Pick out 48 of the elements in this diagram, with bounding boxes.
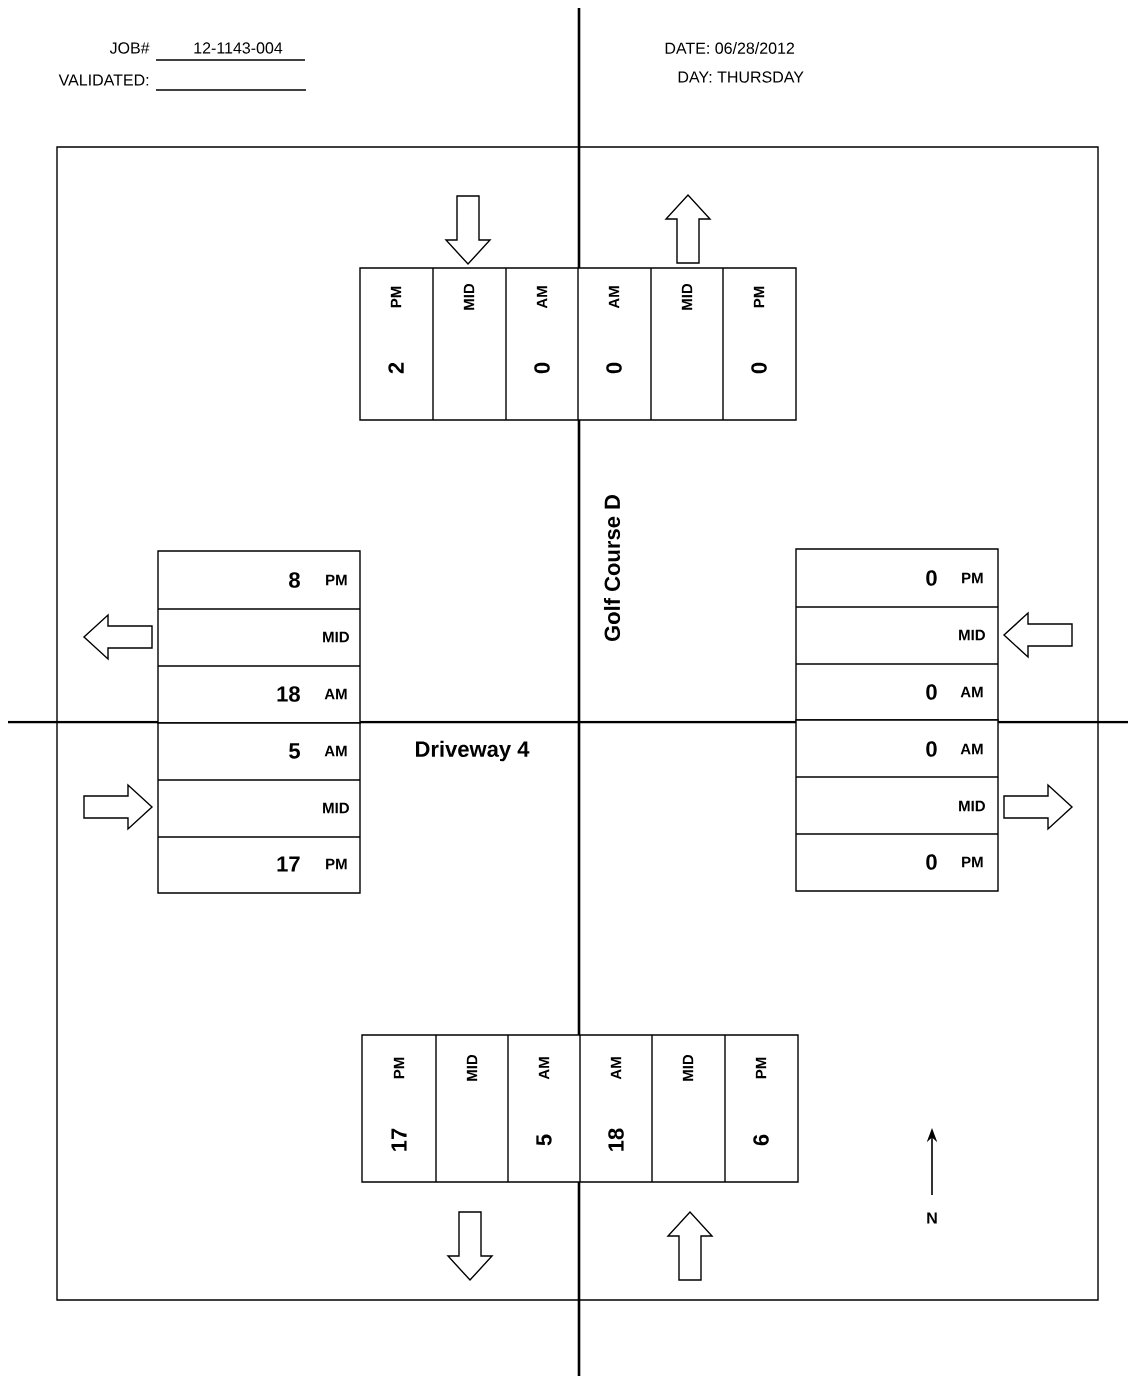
job-number: 12-1143-004	[194, 42, 283, 54]
period-label: MID	[682, 1054, 694, 1081]
count-value: 6	[753, 1134, 769, 1146]
count-value: 0	[926, 741, 937, 757]
period-label: PM	[755, 1057, 767, 1079]
period-label: MID	[959, 629, 985, 641]
count-value: 17	[277, 856, 300, 872]
form-label: JOB#	[109, 42, 150, 54]
period-label: AM	[324, 745, 347, 757]
period-label: AM	[608, 286, 620, 309]
period-label: MID	[323, 631, 349, 643]
count-value: 0	[751, 362, 767, 374]
period-label: AM	[538, 1057, 550, 1080]
period-label: AM	[960, 743, 983, 755]
period-label: AM	[610, 1057, 622, 1080]
count-value: 5	[536, 1134, 552, 1146]
period-label: PM	[962, 856, 983, 868]
period-label: MID	[323, 802, 349, 814]
count-value: 18	[608, 1128, 624, 1151]
period-label: PM	[390, 286, 402, 308]
period-label: AM	[960, 686, 983, 698]
period-label: MID	[466, 1054, 478, 1081]
count-value: 0	[606, 362, 622, 374]
count-value: 18	[277, 686, 300, 702]
period-label: MID	[959, 800, 985, 812]
period-label: MID	[681, 283, 693, 310]
period-label: PM	[393, 1057, 405, 1079]
street-name: Driveway 4	[416, 740, 530, 762]
period-label: PM	[962, 572, 983, 584]
period-label: PM	[753, 286, 765, 308]
period-label: AM	[536, 286, 548, 309]
north-label: N	[927, 1212, 937, 1224]
count-value: 0	[926, 684, 937, 700]
period-label: AM	[324, 688, 347, 700]
period-label: PM	[326, 858, 347, 870]
count-value: 0	[534, 362, 550, 374]
count-value: 2	[388, 362, 404, 374]
period-label: MID	[463, 283, 475, 310]
count-value: 0	[926, 570, 937, 586]
date-label: DATE: 06/28/2012	[665, 42, 795, 54]
count-value: 5	[289, 743, 300, 759]
form-label: VALIDATED:	[58, 74, 149, 86]
count-value: 17	[391, 1128, 407, 1151]
street-name: Golf Course D	[603, 495, 621, 642]
period-label: PM	[326, 574, 347, 586]
day-label: DAY: THURSDAY	[678, 71, 804, 83]
count-value: 0	[926, 854, 937, 870]
count-value: 8	[289, 572, 300, 588]
